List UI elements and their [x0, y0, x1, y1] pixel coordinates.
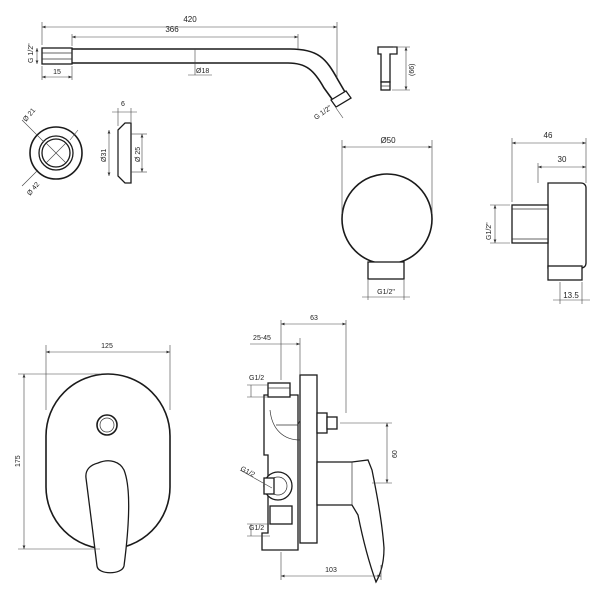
arm-tube-lower: [72, 62, 333, 100]
valve-bottom-outlet: [269, 505, 293, 525]
flange-side-profile: [117, 122, 132, 184]
dim-outlet-side-thread: G1/2": [486, 222, 493, 240]
dim-outlet-30: 30: [558, 155, 567, 164]
outlet-front-view: Ø50 G1/2": [341, 136, 433, 300]
flange-inner-circle: [41, 138, 71, 168]
dim-flange-6: 6: [121, 101, 125, 108]
outlet-thread-stub: [367, 261, 405, 280]
dim-valve-103: 103: [325, 567, 337, 574]
dim-valve-thread-bottom: G1/2: [249, 525, 264, 532]
valve-lever: [316, 459, 385, 584]
outlet-side-nipple: [547, 265, 583, 281]
dim-arm-diameter: Ø18: [196, 68, 209, 75]
dim-flange-21: Ø 21: [22, 107, 37, 123]
valve-wall-plate: [299, 374, 318, 544]
dim-arm-420: 420: [183, 15, 197, 24]
dim-elbow-66: (66): [409, 64, 416, 76]
elbow-view: (66): [377, 46, 416, 91]
dim-outlet-50: Ø50: [380, 136, 396, 145]
dim-valve-25-45: 25-45: [253, 335, 271, 342]
outlet-side-inlet: [511, 204, 549, 244]
flange-view: Ø 21 Ø 42 6 Ø31 Ø 25: [21, 101, 147, 197]
diverter-cap: [326, 416, 338, 430]
dim-outlet-46: 46: [544, 131, 553, 140]
dim-arm-15: 15: [53, 69, 61, 76]
dim-valve-60: 60: [392, 450, 399, 458]
flange-outer-circle: [29, 126, 83, 180]
diverter-knob-inner: [99, 417, 115, 433]
dim-outlet-13-5: 13.5: [563, 291, 579, 300]
flange-ring: [38, 135, 74, 171]
dim-arm-thread-right: G 1/2": [313, 104, 333, 121]
dim-valve-63: 63: [310, 315, 318, 322]
valve-top-inlet: [267, 382, 291, 398]
dim-outlet-thread: G1/2": [377, 289, 395, 296]
diverter-stem: [316, 412, 328, 434]
dim-plate-125: 125: [101, 343, 113, 350]
plate-front-view: 125 175: [15, 343, 171, 574]
dim-flange-42: Ø 42: [26, 181, 41, 197]
diverter-knob: [96, 414, 118, 436]
mixer-handle: [85, 460, 130, 574]
outlet-disc: [341, 173, 433, 265]
arm-thread-end: [41, 47, 73, 65]
dim-arm-thread-left: G 1/2": [28, 43, 35, 63]
elbow-body: [377, 46, 398, 83]
shower-arm-view: 420 366 G 1/2" 15 Ø18 G 1/2": [28, 15, 352, 122]
dim-valve-thread-mid: G1/2: [239, 466, 256, 479]
arm-elbow-tip: [330, 90, 352, 108]
dim-plate-175: 175: [15, 455, 22, 467]
dim-flange-31: Ø31: [101, 149, 108, 162]
arm-tube-upper: [72, 48, 346, 93]
outlet-side-body: [547, 182, 587, 269]
dim-valve-thread-top: G1/2: [249, 375, 264, 382]
dim-arm-366: 366: [165, 25, 179, 34]
dim-flange-25: Ø 25: [135, 147, 142, 162]
valve-side-view: 63 25-45 G1/2 G1/2 G1/2 60 103: [239, 315, 399, 584]
outlet-side-view: 46 30 G1/2" 13.5: [486, 131, 590, 304]
